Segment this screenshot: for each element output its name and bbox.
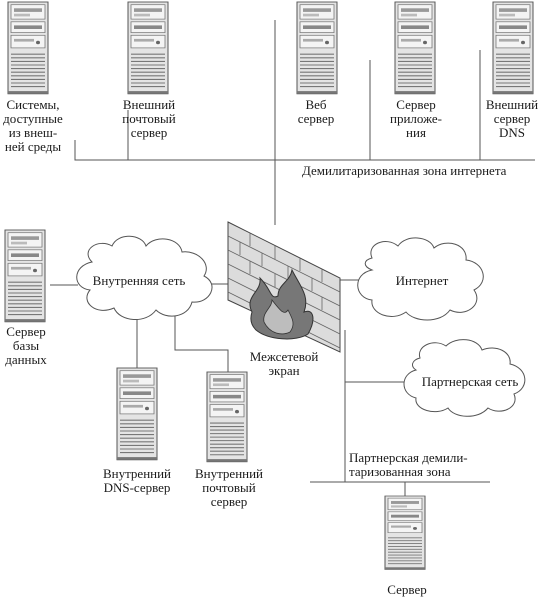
- label-dmz-internet: Демилитаризованная зона интернета: [302, 163, 507, 178]
- label-partner-server: Сервер: [387, 582, 427, 597]
- connection-lines: [50, 20, 535, 498]
- server-external-systems: [7, 1, 49, 95]
- cloud-partner-network: [403, 339, 526, 417]
- firewall-icon: [227, 221, 341, 353]
- label-internet: Интернет: [395, 273, 449, 288]
- label-partner-network: Партнерская сеть: [421, 374, 519, 389]
- server-app: [394, 1, 436, 95]
- label-internal-dns: Внутренний DNS-сервер: [102, 466, 172, 495]
- label-internal-network: Внутренняя сеть: [92, 273, 186, 288]
- label-database-server: Сервер базы данных: [5, 324, 47, 367]
- server-external-mail: [127, 1, 169, 95]
- server-partner: [384, 495, 426, 571]
- label-external-dns: Внешний сервер DNS: [485, 97, 539, 140]
- label-external-systems: Системы, доступные из внеш- ней среды: [3, 97, 63, 154]
- server-internal-dns: [116, 367, 158, 461]
- server-web: [296, 1, 338, 95]
- label-web-server: Веб сервер: [297, 97, 335, 126]
- server-external-dns: [492, 1, 534, 95]
- label-internal-mail: Внутренний почтовый сервер: [194, 466, 264, 509]
- server-internal-mail: [206, 371, 248, 463]
- dmz-internet-bus: [74, 140, 535, 161]
- link-internal-mail: [174, 315, 229, 372]
- cloud-internet: [357, 237, 484, 321]
- label-external-mail: Внешний почтовый сервер: [122, 97, 176, 140]
- cloud-internal-network: [76, 235, 213, 320]
- label-firewall: Межсетевой экран: [249, 349, 319, 378]
- link-firewall-partner: [344, 330, 410, 383]
- server-database: [4, 229, 46, 323]
- label-app-server: Сервер приложе- ния: [390, 97, 442, 140]
- label-partner-dmz: Партнерская демили- таризованная зона: [349, 450, 468, 479]
